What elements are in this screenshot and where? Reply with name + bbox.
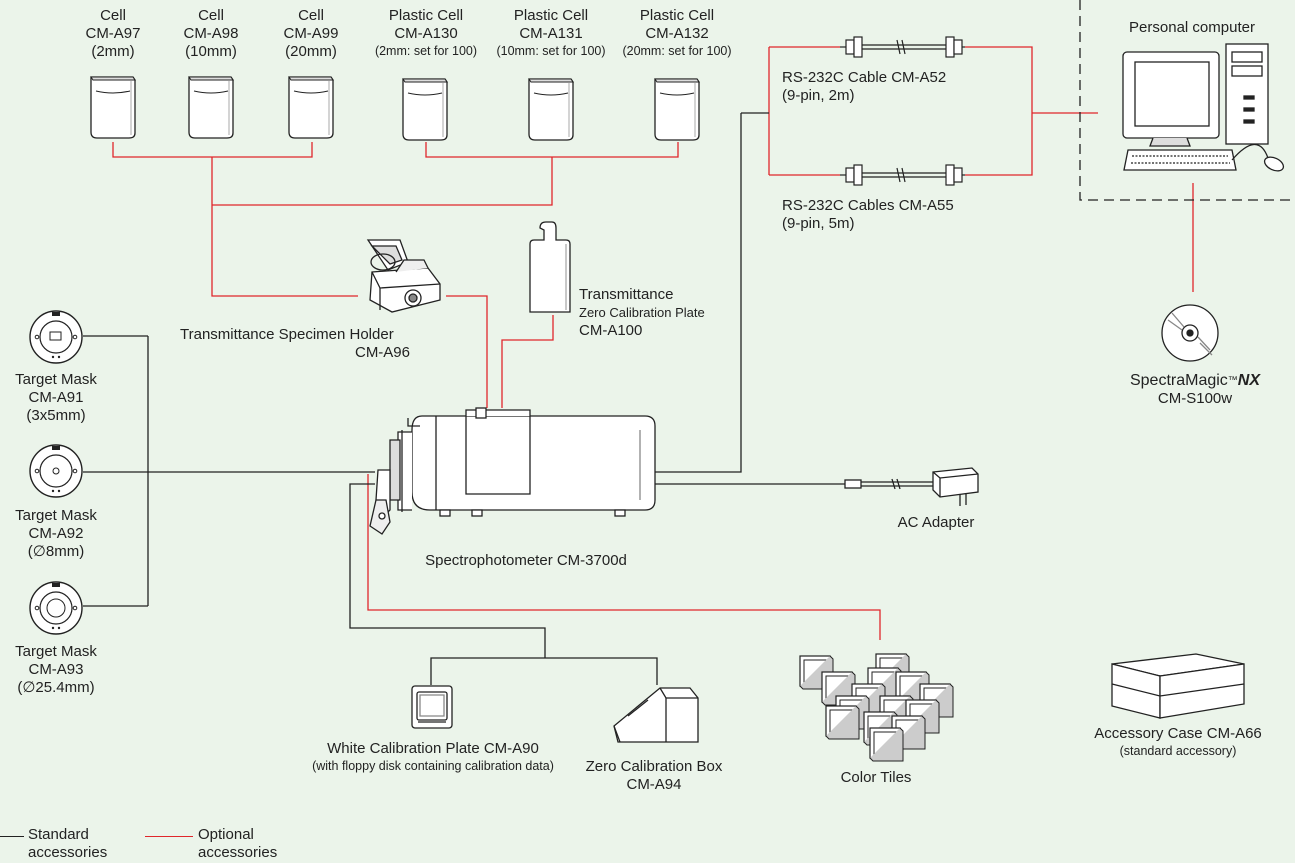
target-mask-cm-a91-icon: [29, 310, 83, 364]
plastic-cell-cm-a132-icon: [654, 78, 700, 141]
accessory-case-label: Accessory Case CM-A66(standard accessory…: [1094, 725, 1262, 758]
standard-connection-lines: [83, 112, 845, 685]
cell-cm-a98-icon: [188, 76, 234, 139]
zero-calibration-plate-icon: [529, 221, 571, 313]
pc-region-border: [1079, 0, 1295, 201]
ac-adapter-icon: [844, 467, 979, 506]
transmittance-specimen-holder-icon: [366, 239, 441, 313]
rs232c-cable-cm-a52-label: RS-232C Cable CM-A52(9-pin, 2m): [782, 69, 947, 104]
plastic-cell-cm-a131-icon: [528, 78, 574, 141]
spectrophotometer-label: Spectrophotometer CM-3700d: [425, 552, 627, 569]
white-calibration-plate-label: White Calibration Plate CM-A90(with flop…: [312, 740, 554, 773]
accessory-case-icon: [1111, 653, 1245, 719]
zero-calibration-box-icon: [613, 687, 699, 743]
white-calibration-plate-icon: [411, 685, 453, 729]
target-mask-cm-a92-icon: [29, 444, 83, 498]
legend-standard-swatch: [0, 836, 24, 837]
legend-optional-swatch: [145, 836, 193, 837]
cell-cm-a99-icon: [288, 76, 334, 139]
rs232c-cable-cm-a52-icon: [840, 36, 965, 58]
target-mask-cm-a93-icon: [29, 581, 83, 635]
personal-computer-label: Personal computer: [1129, 19, 1255, 36]
optional-connection-lines: [112, 46, 1194, 640]
rs232c-cable-cm-a55-label: RS-232C Cables CM-A55(9-pin, 5m): [782, 197, 954, 232]
plastic-cell-cm-a130-icon: [402, 78, 448, 141]
cd-icon: [1161, 304, 1219, 362]
cell-cm-a97-icon: [90, 76, 136, 139]
personal-computer-icon: [1122, 43, 1285, 172]
ac-adapter-label: AC Adapter: [897, 514, 975, 531]
rs232c-cable-cm-a55-icon: [840, 164, 965, 186]
color-tiles-label: Color Tiles: [840, 769, 912, 786]
spectrophotometer-icon: [369, 407, 656, 535]
software-label: SpectraMagic™NX CM-S100w: [1129, 372, 1261, 407]
color-tiles-icon: [799, 653, 954, 762]
